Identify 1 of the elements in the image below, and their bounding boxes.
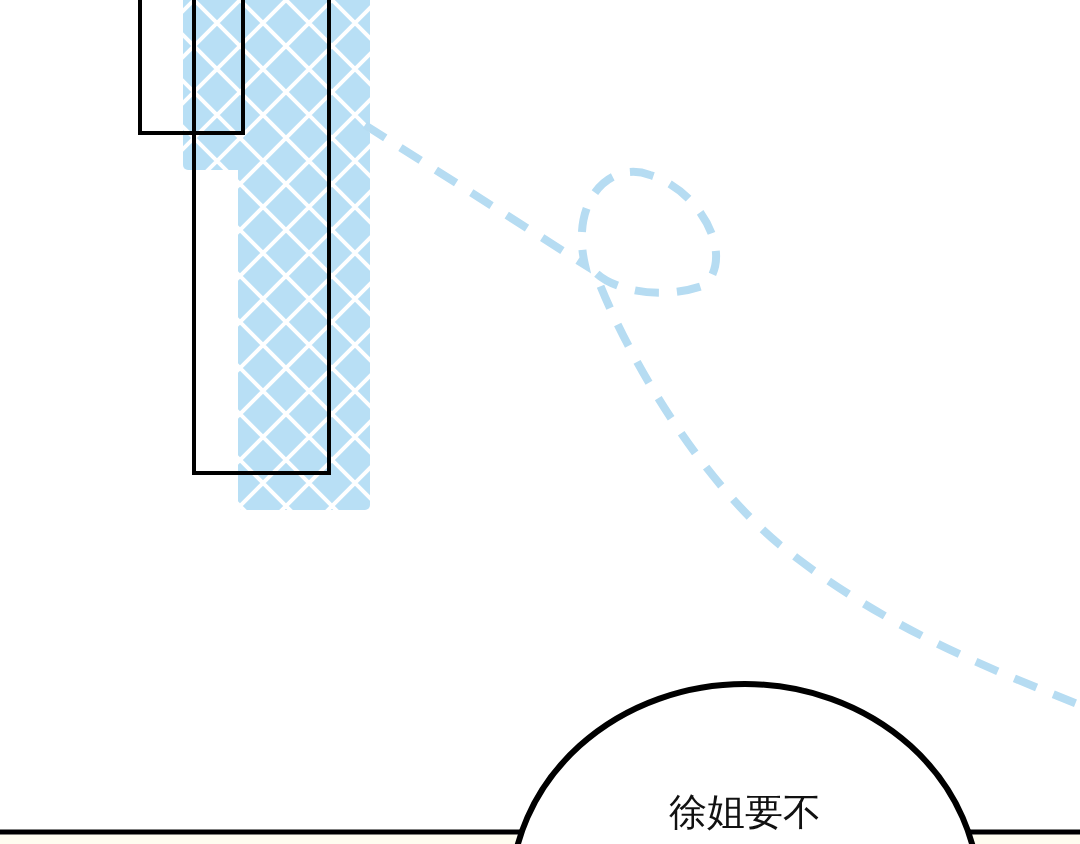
- speech-text: 徐姐要不: [668, 790, 822, 834]
